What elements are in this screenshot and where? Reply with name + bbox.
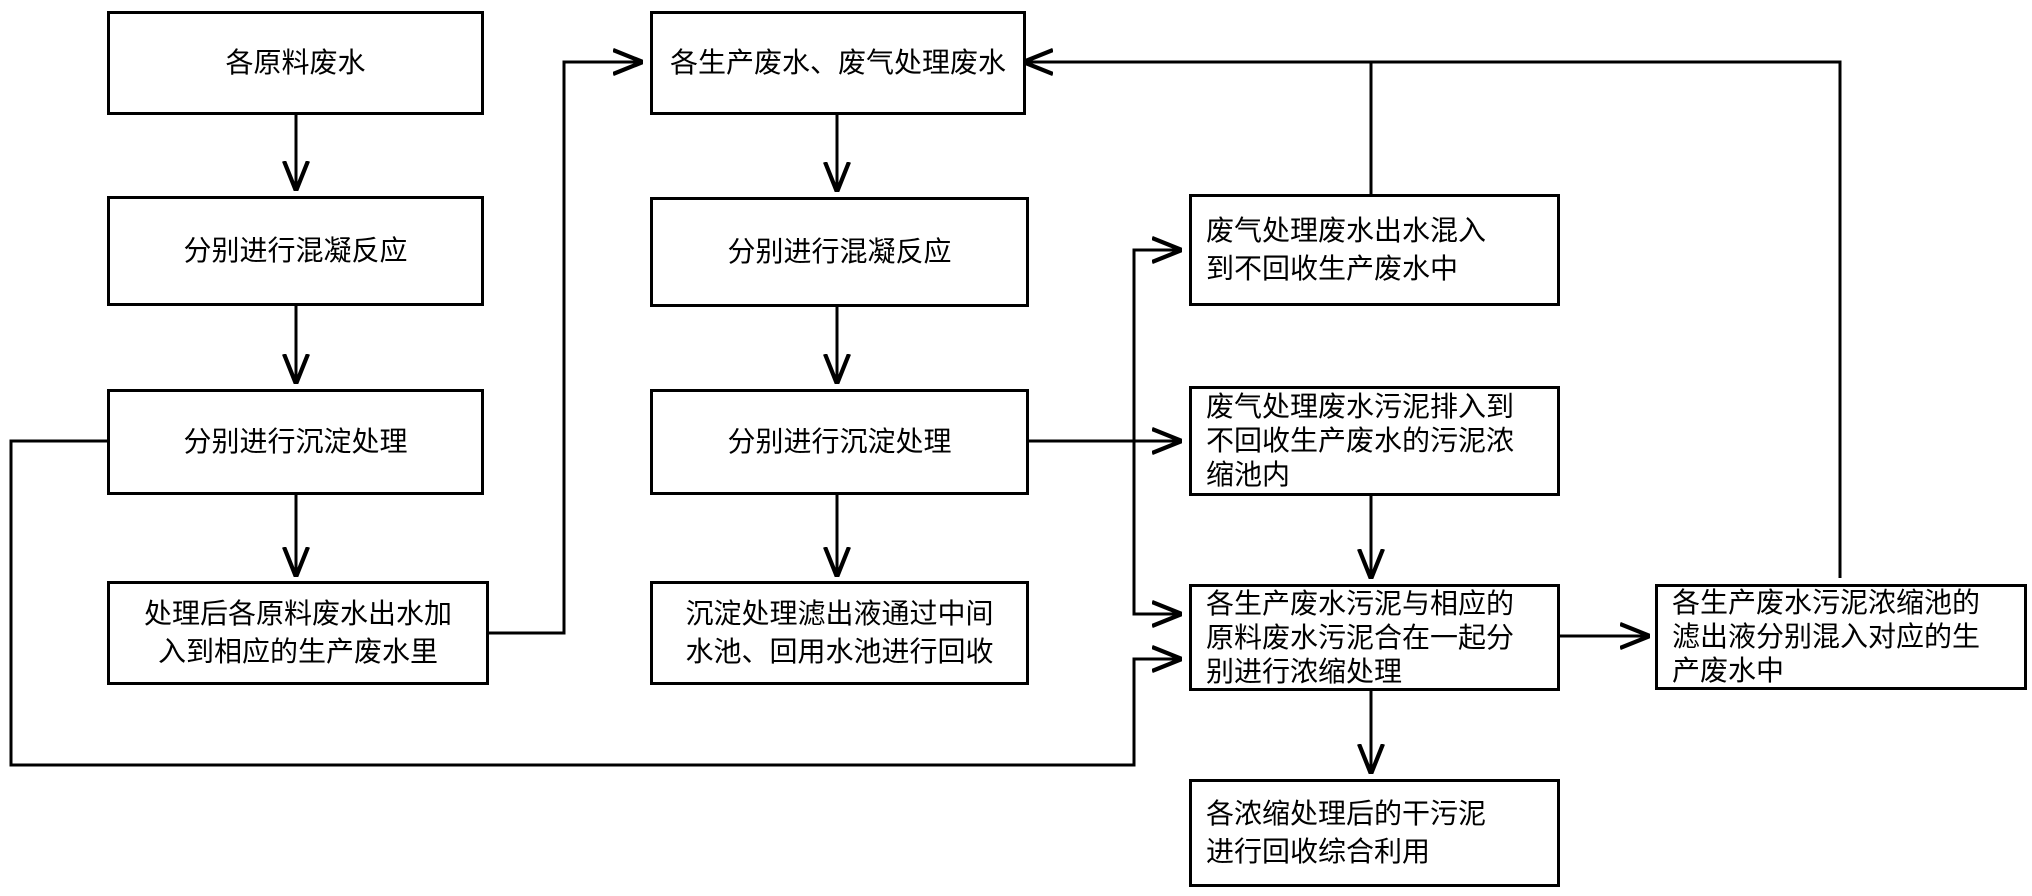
box-thickener-filtrate-label: 各生产废水污泥浓缩池的 滤出液分别混入对应的生 产废水中: [1672, 586, 1981, 687]
box-production-wastewater-label: 各生产废水、废气处理废水: [669, 46, 1006, 79]
box-filtrate-recovery-label: 沉淀处理滤出液通过中间 水池、回用水池进行回收: [685, 597, 994, 668]
box-filtrate-recovery: 沉淀处理滤出液通过中间 水池、回用水池进行回收: [650, 581, 1029, 685]
arrow-branch-to-exhaust-effluent: [1132, 250, 1179, 441]
box-coagulation-left-label: 分别进行混凝反应: [183, 234, 408, 267]
box-coagulation-left: 分别进行混凝反应: [107, 196, 484, 306]
box-exhaust-effluent-mix: 废气处理废水出水混入 到不回收生产废水中: [1189, 194, 1560, 306]
arrow-left-sludge-to-thickening: [9, 439, 1179, 767]
box-sludge-thickening: 各生产废水污泥与相应的 原料废水污泥合在一起分 别进行浓缩处理: [1189, 584, 1560, 691]
box-coagulation-mid: 分别进行混凝反应: [650, 197, 1029, 307]
box-dry-sludge-reuse-label: 各浓缩处理后的干污泥 进行回收综合利用: [1206, 797, 1487, 868]
box-production-wastewater: 各生产废水、废气处理废水: [650, 11, 1026, 115]
box-sedimentation-left-label: 分别进行沉淀处理: [183, 425, 408, 458]
box-exhaust-effluent-mix-label: 废气处理废水出水混入 到不回收生产废水中: [1206, 214, 1487, 285]
arrow-filtrate-to-production: [1371, 60, 1842, 578]
box-dry-sludge-reuse: 各浓缩处理后的干污泥 进行回收综合利用: [1189, 779, 1560, 887]
box-thickener-filtrate: 各生产废水污泥浓缩池的 滤出液分别混入对应的生 产废水中: [1655, 584, 2027, 690]
box-raw-wastewater: 各原料废水: [107, 11, 484, 115]
box-coagulation-mid-label: 分别进行混凝反应: [727, 235, 952, 268]
box-exhaust-sludge-to-thickener: 废气处理废水污泥排入到 不回收生产废水的污泥浓 缩池内: [1189, 386, 1560, 496]
box-sedimentation-left: 分别进行沉淀处理: [107, 389, 484, 495]
box-sludge-thickening-label: 各生产废水污泥与相应的 原料废水污泥合在一起分 别进行浓缩处理: [1206, 586, 1515, 688]
box-effluent-to-production-label: 处理后各原料废水出水加 入到相应的生产废水里: [143, 597, 452, 668]
arrow-exhaust-effluent-to-production: [1026, 62, 1373, 194]
arrow-effluent-to-production: [489, 62, 640, 635]
box-raw-wastewater-label: 各原料废水: [225, 46, 366, 79]
box-exhaust-sludge-to-thickener-label: 废气处理废水污泥排入到 不回收生产废水的污泥浓 缩池内: [1206, 390, 1515, 491]
box-sedimentation-mid: 分别进行沉淀处理: [650, 389, 1029, 495]
arrow-branch-to-thickening: [1132, 441, 1179, 614]
box-sedimentation-mid-label: 分别进行沉淀处理: [727, 425, 952, 458]
box-effluent-to-production: 处理后各原料废水出水加 入到相应的生产废水里: [107, 581, 489, 685]
